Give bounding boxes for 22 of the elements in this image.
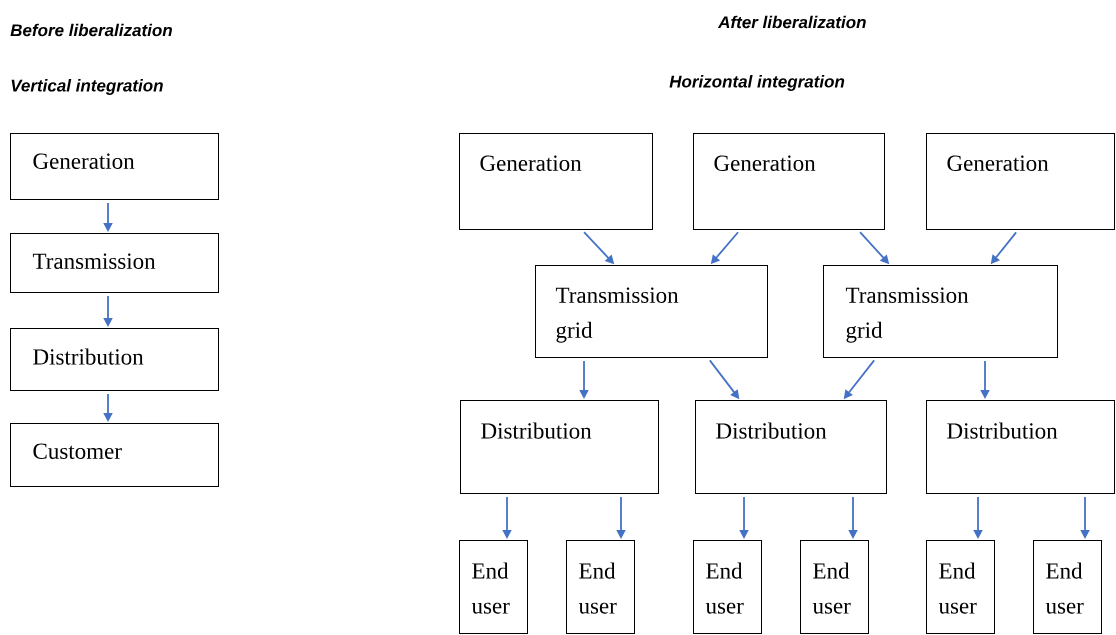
process-box: Generation [693,133,885,230]
process-box: Transmission grid [535,265,768,358]
process-box: Transmission grid [823,265,1058,358]
heading: Vertical integration [11,79,163,95]
end-user-box: End user [459,540,528,634]
process-box: Generation [459,133,653,230]
process-box: Generation [926,133,1115,230]
end-user-box: End user [693,540,762,634]
process-box: Distribution [926,400,1115,494]
process-box: Distribution [695,400,887,494]
heading: After liberalization [717,15,866,29]
heading: Horizontal integration [669,75,845,91]
heading: Before liberalization [10,23,172,37]
process-box: Generation [10,133,219,200]
end-user-box: End user [566,540,635,634]
process-box: Customer [10,423,219,487]
process-box: Transmission [10,233,219,293]
process-box: Distribution [10,328,219,391]
process-box: Distribution [460,400,659,494]
end-user-box: End user [1033,540,1102,634]
end-user-box: End user [926,540,995,634]
end-user-box: End user [800,540,869,634]
